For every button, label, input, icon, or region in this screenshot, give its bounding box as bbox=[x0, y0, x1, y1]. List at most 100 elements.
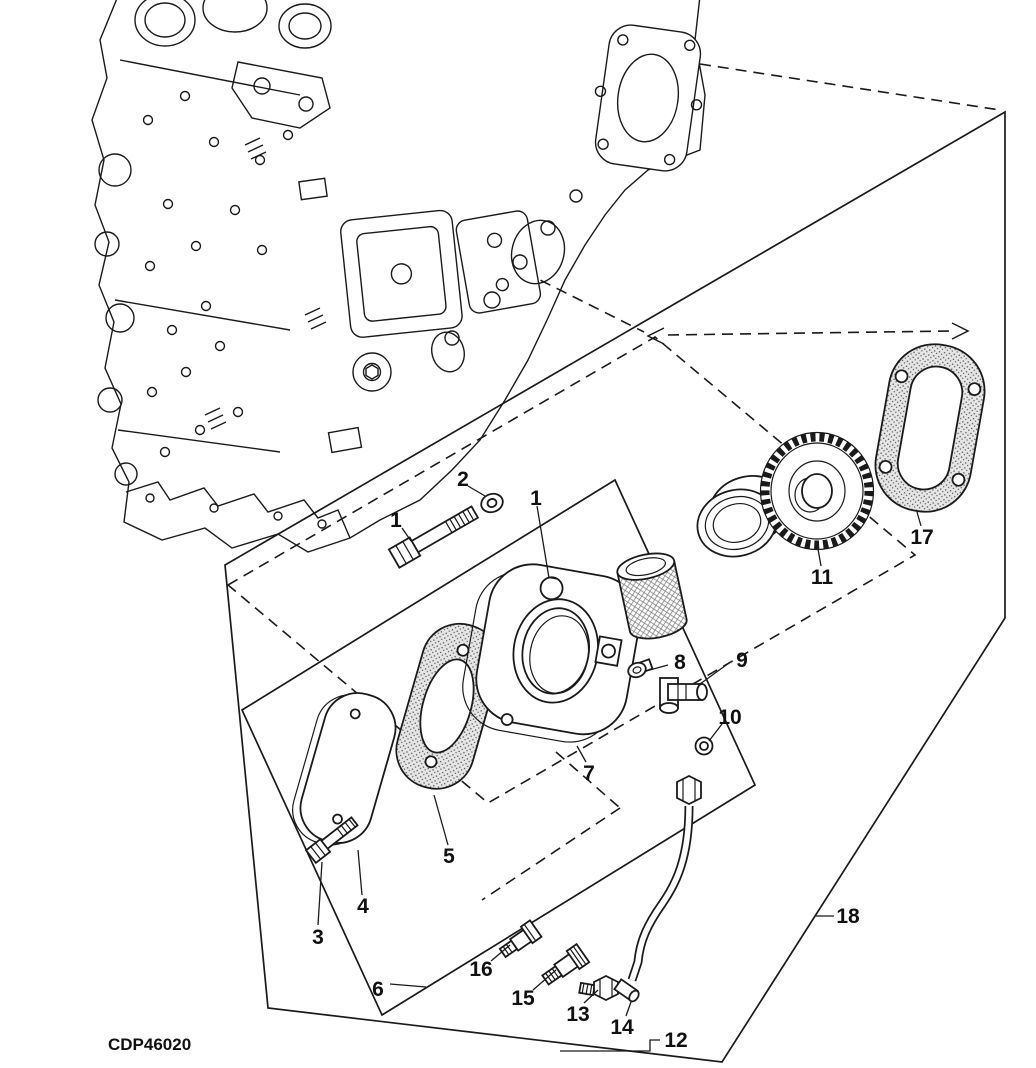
callout-1-bolt-leader bbox=[401, 527, 412, 542]
filter-screen-cylinder bbox=[616, 552, 688, 640]
fitting-part-8 bbox=[627, 658, 654, 679]
callout-6: 6 bbox=[372, 978, 427, 1001]
pump-bottom-hole bbox=[500, 713, 514, 726]
callout-5: 5 bbox=[433, 794, 455, 868]
pump-top-notch-hole bbox=[539, 576, 564, 601]
callout-11-leader bbox=[817, 548, 822, 567]
callout-9: 9 bbox=[699, 649, 748, 685]
callout-7-leader bbox=[576, 745, 587, 763]
callout-13-leader bbox=[583, 989, 599, 1004]
dashed-line-pump-to-tube bbox=[555, 751, 621, 809]
callout-6-label: 6 bbox=[372, 978, 384, 1001]
elbow-fitting-part-9 bbox=[659, 677, 708, 714]
dashed-line-tube-to-fittings bbox=[481, 807, 621, 901]
callout-17-label: 17 bbox=[910, 526, 933, 549]
dashed-exploded-plane bbox=[226, 336, 917, 804]
dashed-line-plane-to-corner bbox=[667, 330, 951, 336]
hex-bolt-part-3 bbox=[304, 816, 359, 865]
drive-gear-part-11 bbox=[759, 431, 875, 551]
callout-17: 17 bbox=[910, 511, 934, 549]
callout-6-leader bbox=[389, 983, 427, 988]
callout-3-label: 3 bbox=[312, 926, 324, 949]
dashed-line-engine-to-plane bbox=[459, 239, 645, 333]
callout-9-leader bbox=[699, 662, 730, 685]
callout-8: 8 bbox=[645, 651, 686, 674]
callout-16: 16 bbox=[469, 944, 511, 981]
gear-housing bbox=[340, 209, 463, 338]
oil-tube-assembly-part-12 bbox=[578, 774, 702, 1003]
callout-18-label: 18 bbox=[836, 905, 860, 928]
lifting-bracket bbox=[231, 61, 331, 129]
gasket-part-17 bbox=[874, 343, 986, 513]
callout-14-leader bbox=[625, 1001, 632, 1017]
callout-4: 4 bbox=[357, 849, 369, 918]
callout-13: 13 bbox=[566, 989, 599, 1026]
callout-8-leader bbox=[645, 664, 669, 672]
plug-fitting-part-16 bbox=[498, 919, 543, 959]
callout-7: 7 bbox=[576, 745, 595, 785]
callout-12-leader bbox=[560, 1039, 660, 1052]
callout-14-label: 14 bbox=[610, 1016, 634, 1039]
hex-bolt-part-1 bbox=[387, 505, 480, 569]
callout-12: 12 bbox=[560, 1029, 688, 1052]
plug-fitting-part-15 bbox=[541, 942, 591, 986]
callout-13-label: 13 bbox=[566, 1003, 589, 1026]
seal-ring-part-10 bbox=[694, 736, 714, 756]
hatch-marks bbox=[204, 137, 327, 430]
bolt-hole-pattern bbox=[142, 90, 294, 458]
callout-16-label: 16 bbox=[469, 958, 492, 981]
block-pad-2 bbox=[327, 426, 363, 454]
block-pad bbox=[298, 177, 328, 201]
block-ribs bbox=[114, 59, 301, 453]
pump-mount-flange bbox=[594, 24, 703, 172]
callout-9-label: 9 bbox=[736, 649, 748, 672]
chevron-right-icon bbox=[951, 322, 970, 340]
gasket-part-5 bbox=[395, 622, 501, 790]
pump-housing-part-7 bbox=[462, 563, 641, 743]
callout-10-leader bbox=[708, 723, 723, 742]
callout-4-label: 4 bbox=[357, 895, 369, 918]
callout-17-leader bbox=[916, 511, 922, 527]
callout-1-hole: 1 bbox=[530, 487, 550, 579]
callout-3: 3 bbox=[312, 861, 324, 949]
callout-16-leader bbox=[490, 944, 511, 962]
chevron-left-icon bbox=[646, 327, 665, 345]
callout-1-hole-leader bbox=[536, 505, 550, 579]
flare-nut bbox=[676, 774, 702, 806]
callout-2-label: 2 bbox=[457, 468, 469, 491]
callout-7-label: 7 bbox=[583, 762, 595, 785]
callout-18: 18 bbox=[816, 905, 860, 928]
inner-group-box-6 bbox=[240, 478, 757, 1017]
washer-part-2 bbox=[480, 492, 504, 514]
callout-1-bolt: 1 bbox=[390, 509, 412, 542]
timing-face-holes bbox=[444, 189, 583, 346]
elbow-part-14 bbox=[613, 978, 640, 1003]
figure-code: CDP46020 bbox=[108, 1035, 191, 1054]
outer-assembly-box-18 bbox=[224, 110, 1006, 1063]
callout-15-leader bbox=[532, 969, 557, 991]
engine-block-illustration bbox=[91, 0, 706, 553]
callout-8-label: 8 bbox=[674, 651, 686, 674]
callout-10-label: 10 bbox=[718, 706, 741, 729]
callout-5-label: 5 bbox=[443, 845, 455, 868]
callout-1-bolt-label: 1 bbox=[390, 509, 402, 532]
side-cover-plate bbox=[455, 210, 542, 314]
callout-10: 10 bbox=[708, 706, 742, 742]
callout-5-leader bbox=[433, 794, 449, 846]
oil-pan-rail bbox=[125, 481, 351, 539]
dashed-line-engine-to-corner bbox=[699, 63, 1001, 111]
callout-3-leader bbox=[317, 861, 323, 926]
connector-part-13 bbox=[578, 974, 619, 1002]
cam-cover-oval bbox=[431, 331, 465, 373]
callout-11-label: 11 bbox=[811, 566, 834, 589]
callout-1-hole-label: 1 bbox=[530, 487, 542, 510]
freeze-plugs bbox=[94, 153, 138, 486]
callout-11: 11 bbox=[811, 548, 834, 589]
callout-12-label: 12 bbox=[664, 1029, 687, 1052]
water-pump-boss bbox=[352, 352, 392, 392]
callout-15: 15 bbox=[511, 969, 557, 1010]
callout-14: 14 bbox=[610, 1001, 634, 1039]
cylinder-bores bbox=[134, 0, 332, 49]
